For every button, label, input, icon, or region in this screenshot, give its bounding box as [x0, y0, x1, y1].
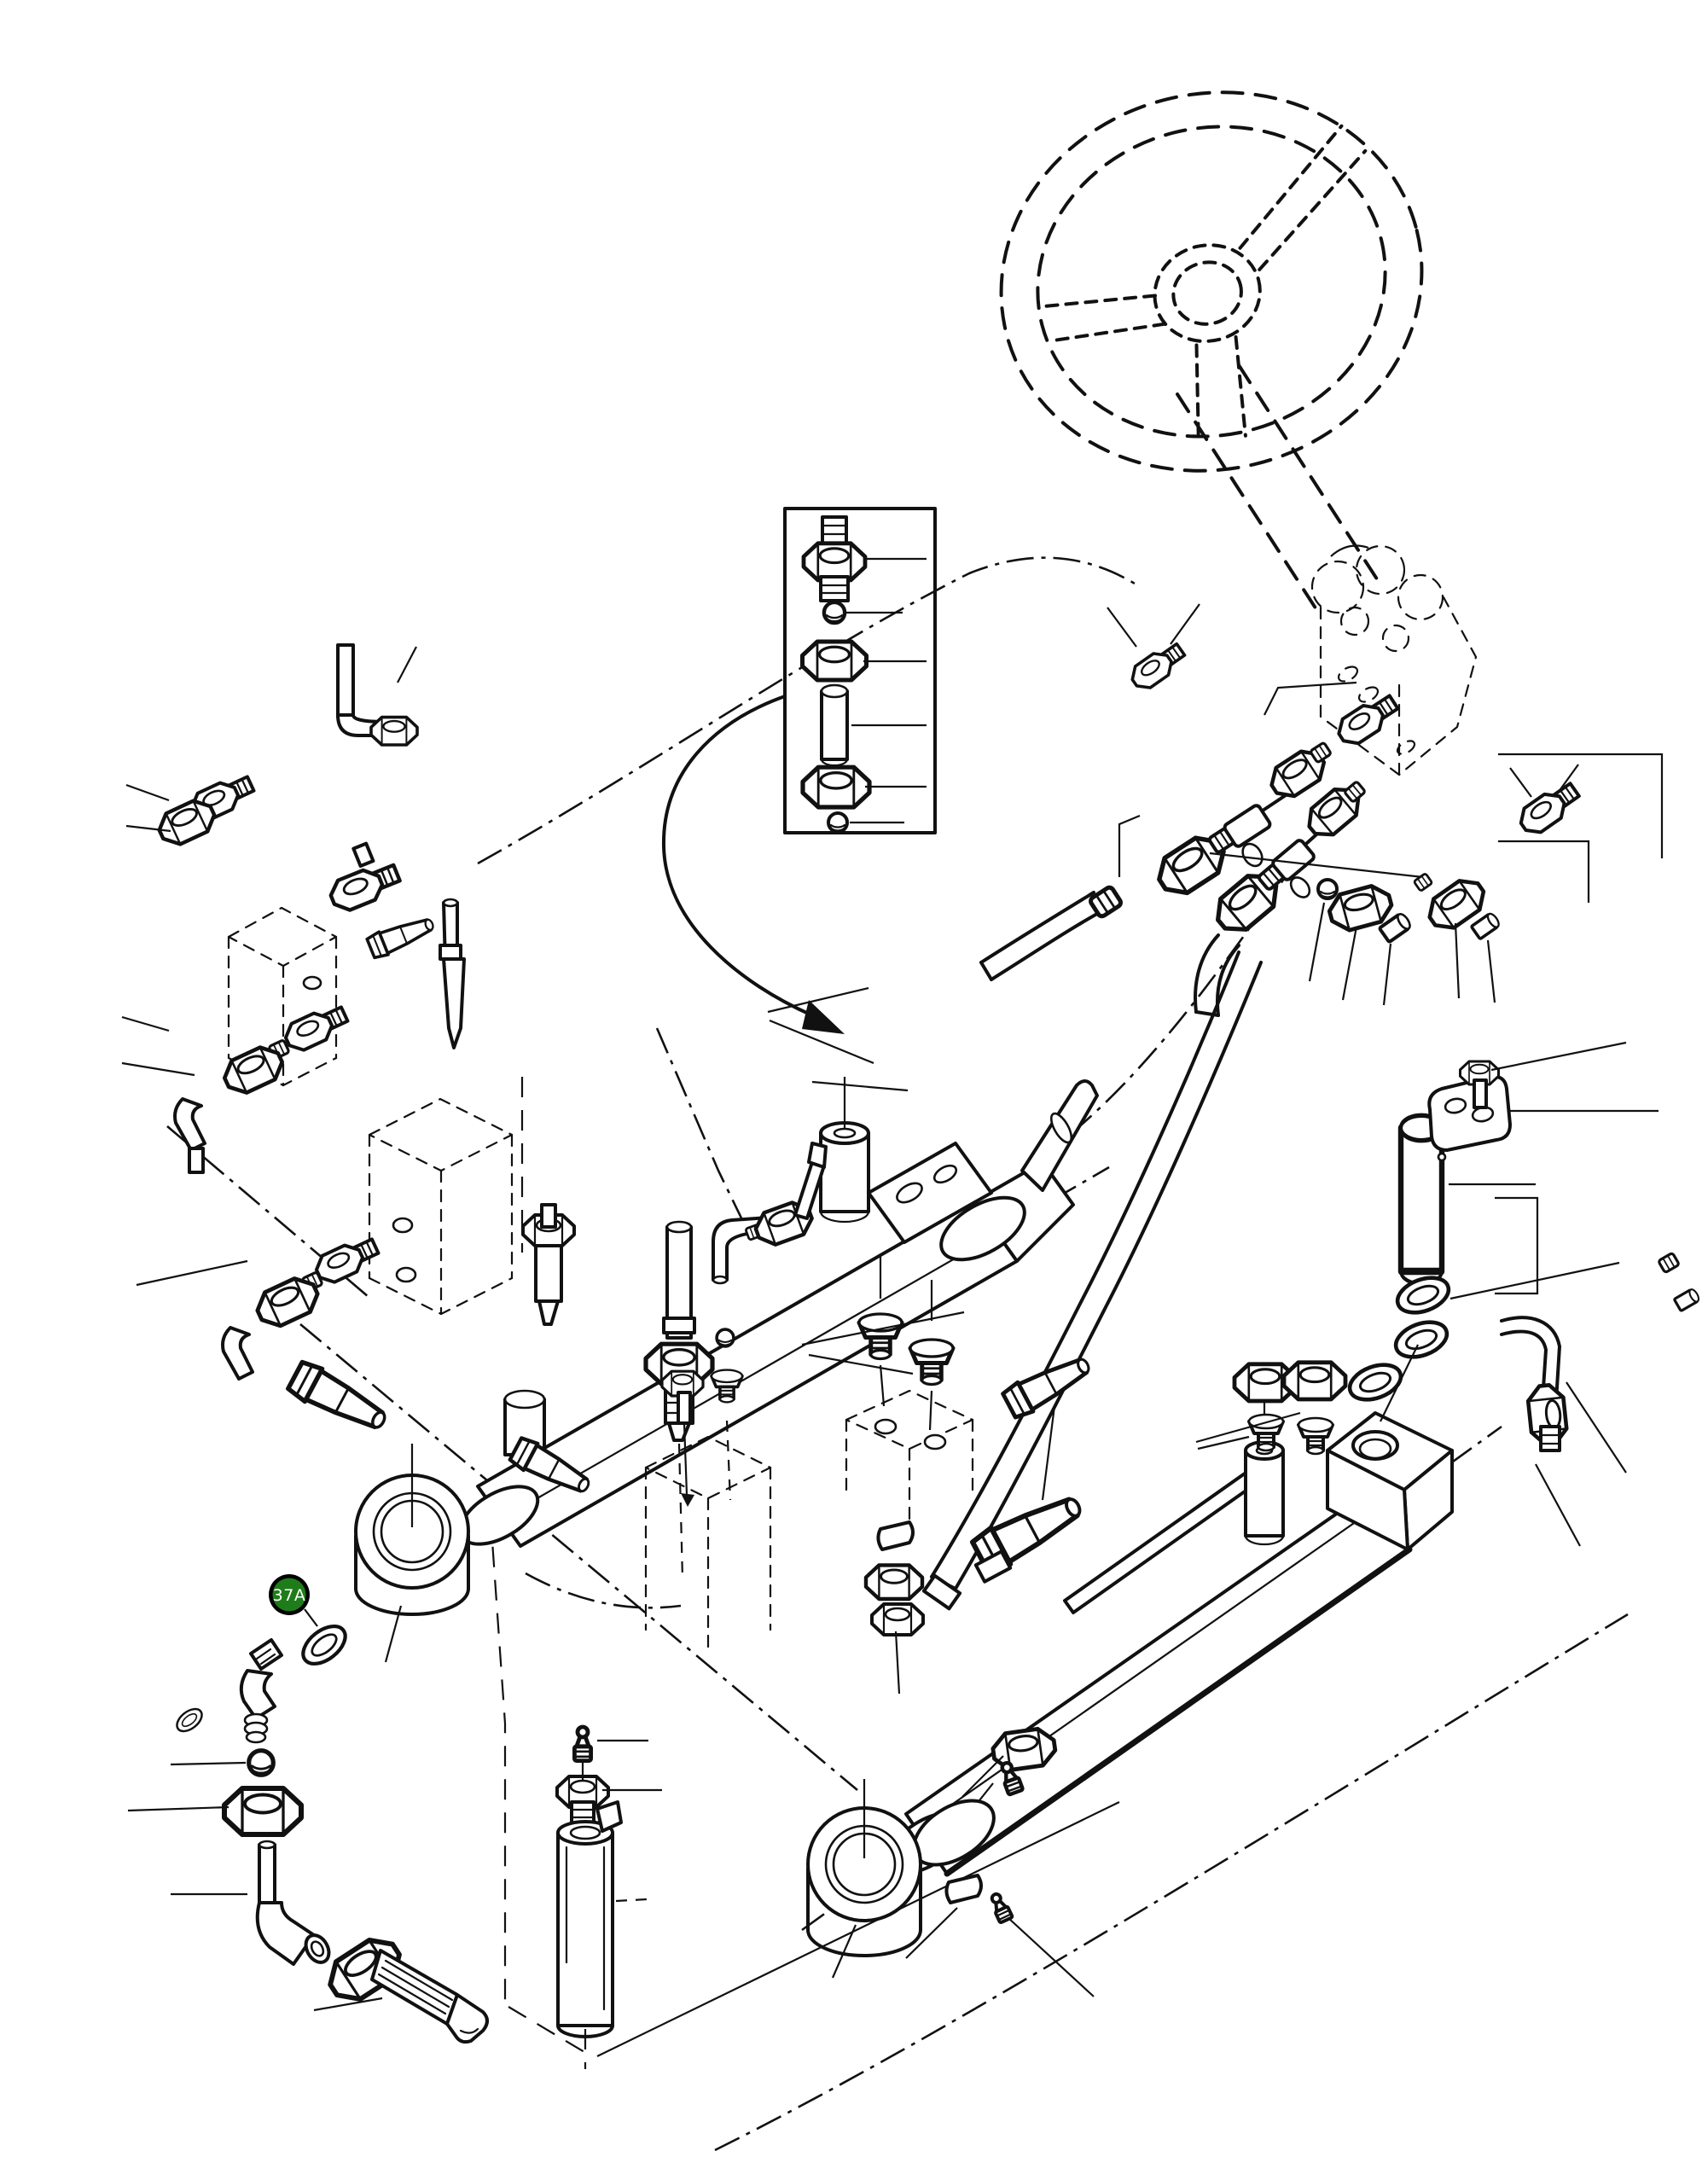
callout-bg	[272, 1578, 306, 1612]
center-mini-manifold	[801, 1254, 974, 1695]
steering-wheel	[999, 90, 1424, 473]
filter-reservoir-area	[555, 1369, 772, 2038]
leader-arrowhead	[802, 1000, 845, 1034]
steering-column	[1176, 363, 1384, 618]
lower-steering-cylinder	[806, 1041, 1702, 1997]
callout-label: 37A	[273, 1586, 306, 1605]
inset-leader-curve	[661, 695, 909, 1092]
manifold-block-phantom	[136, 1097, 576, 1439]
left-fitting-group	[121, 643, 466, 1174]
part-callout-37A[interactable]: 37A	[269, 1574, 352, 1671]
upper-steering-cylinder	[354, 1077, 1099, 1663]
hose-end-sleeve	[921, 1573, 962, 1611]
valve-hose-fittings	[1089, 603, 1586, 1006]
oring-37A	[296, 1619, 351, 1671]
inset-detail-box	[783, 507, 937, 834]
steering-valve	[1264, 544, 1664, 903]
bottom-left-fittings	[127, 1638, 489, 2044]
